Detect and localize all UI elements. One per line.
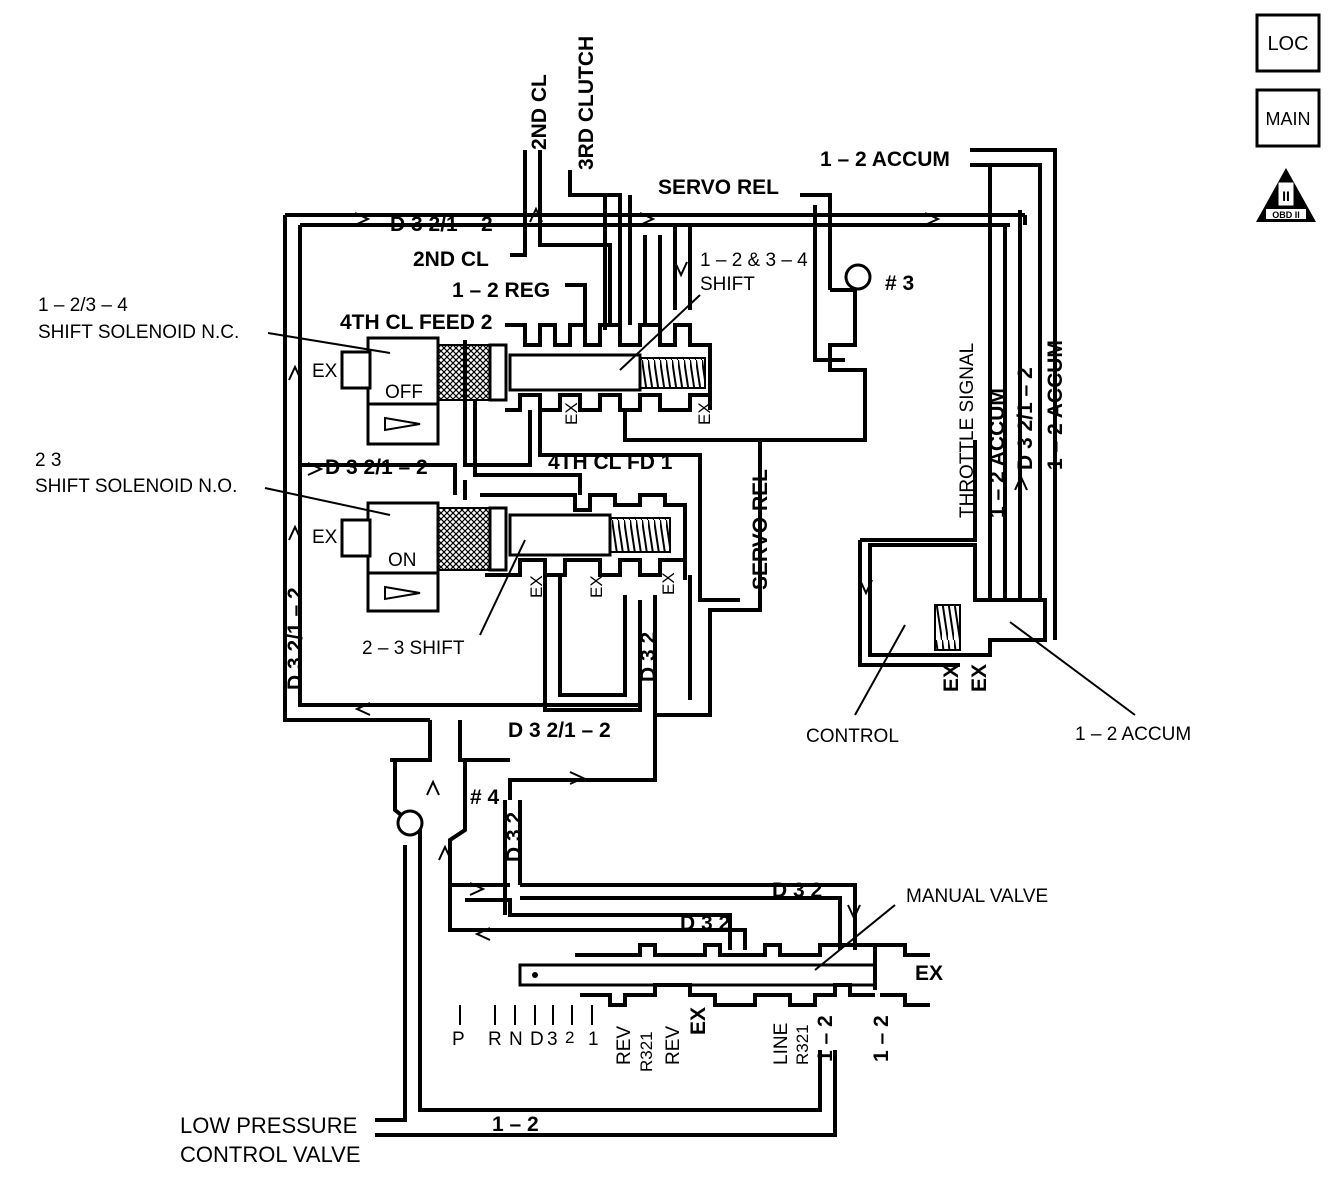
label-pos-1: 1	[588, 1029, 599, 1050]
check-ball-3	[844, 263, 872, 291]
label-ex-small-1: EX	[562, 402, 581, 425]
label-servo-rel-vertical: SERVO REL	[749, 469, 772, 590]
label-solenoid-nc-l1: 1 – 2/3 – 4	[38, 295, 128, 316]
label-d32-v-right: D 3 2/1 – 2	[1014, 367, 1037, 470]
label-1-2-accum: 1 – 2 ACCUM	[1075, 724, 1191, 745]
label-solenoid-no-l2: SHIFT SOLENOID N.O.	[35, 476, 237, 497]
obd-icon-label: OBD II	[1272, 210, 1300, 220]
label-servo-rel-top: SERVO REL	[658, 176, 779, 199]
loc-icon-label: LOC	[1267, 33, 1308, 55]
label-ex-acc-1: EX	[940, 664, 963, 692]
check-ball-4	[396, 809, 424, 837]
label-rev-1: REV	[614, 1026, 635, 1065]
label-ex-small-2: EX	[695, 402, 714, 425]
label-rev-2: REV	[663, 1026, 684, 1065]
label-ex-small-5: EX	[659, 572, 678, 595]
label-accum-v2: 1 – 2 ACCUM	[1044, 340, 1067, 470]
label-d32-mid: D 3 2/1 – 2	[325, 456, 428, 479]
label-accum-v1: 1 – 2 ACCUM	[986, 388, 1009, 518]
label-pos-n: N	[509, 1029, 523, 1050]
label-check-ball-3: # 3	[885, 272, 914, 295]
label-on: ON	[388, 550, 417, 571]
diagram-labels: 2ND CL 3RD CLUTCH 1 – 2 ACCUM SERVO REL …	[35, 36, 1191, 1167]
leader-lines	[264, 294, 1136, 971]
label-1-2-reg: 1 – 2 REG	[452, 279, 550, 302]
label-pos-d: D	[530, 1029, 544, 1050]
label-ex-small-4: EX	[587, 575, 606, 598]
label-solenoid-nc-l2: SHIFT SOLENOID N.C.	[38, 322, 239, 343]
label-pos-2: 2	[565, 1028, 574, 1047]
label-lpcv-l2: CONTROL VALVE	[180, 1142, 361, 1167]
obd-ii-icon[interactable]: II OBD II	[1256, 168, 1316, 222]
label-2nd-cl-mid: 2ND CL	[413, 248, 489, 271]
label-2-3-shift: 2 – 3 SHIFT	[362, 638, 465, 659]
label-off: OFF	[385, 382, 423, 403]
label-1-2-port-1: 1 – 2	[814, 1015, 837, 1062]
label-ex-2: EX	[312, 527, 338, 548]
label-4th-cl-feed: 4TH CL FEED 2	[340, 311, 492, 334]
label-solenoid-no-l1: 2 3	[35, 450, 61, 471]
label-1-2-bottom: 1 – 2	[492, 1113, 539, 1136]
label-ex-small-3: EX	[527, 575, 546, 598]
main-icon[interactable]: MAIN	[1255, 88, 1321, 148]
label-d32-lower-2: D 3 2	[680, 912, 730, 935]
label-manual-valve: MANUAL VALVE	[906, 886, 1048, 907]
accumulator-spring	[934, 604, 961, 651]
main-icon-label: MAIN	[1266, 109, 1311, 129]
label-d32-lower-1: D 3 2	[772, 879, 822, 902]
label-3rd-clutch: 3RD CLUTCH	[575, 36, 598, 170]
label-d32-vertical-2: D 3 2	[503, 812, 526, 862]
manual-valve-position-ticks	[459, 1005, 593, 1025]
label-2nd-cl-top: 2ND CL	[528, 74, 551, 150]
label-4th-cl-fd1: 4TH CL FD 1	[548, 451, 673, 474]
label-r321-2: R321	[793, 1024, 812, 1065]
label-pos-r: R	[488, 1029, 502, 1050]
label-lpcv-l1: LOW PRESSURE	[180, 1113, 357, 1138]
label-1-2-port-2: 1 – 2	[870, 1015, 893, 1062]
label-d32-vertical-1: D 3 2	[637, 632, 660, 682]
label-ex-acc-2: EX	[968, 664, 991, 692]
label-d32-top: D 3 2/1 – 2	[390, 213, 493, 236]
label-r321-1: R321	[637, 1031, 656, 1072]
label-pos-3: 3	[547, 1029, 558, 1050]
label-d32-left-vertical: D 3 2/1 – 2	[284, 587, 307, 690]
label-1-2-accum-top: 1 – 2 ACCUM	[820, 148, 950, 171]
label-throttle-signal: THROTTLE SIGNAL	[957, 343, 978, 518]
label-ex-port: EX	[687, 1007, 710, 1035]
loc-icon[interactable]: LOC	[1255, 13, 1321, 73]
fluid-passages	[283, 148, 1057, 1137]
label-shift-12-34-l2: SHIFT	[700, 274, 755, 295]
label-ex-1: EX	[312, 361, 338, 382]
label-ex-manual: EX	[915, 962, 943, 985]
label-d32-bottom: D 3 2/1 – 2	[508, 719, 611, 742]
shift-solenoid-nc	[340, 336, 508, 446]
obd-numeral: II	[1282, 188, 1290, 204]
label-check-ball-4: # 4	[470, 786, 500, 809]
flow-arrows	[288, 206, 1028, 941]
label-line: LINE	[771, 1023, 792, 1065]
label-shift-12-34-l1: 1 – 2 & 3 – 4	[700, 250, 808, 271]
label-control: CONTROL	[806, 726, 899, 747]
label-pos-p: P	[452, 1029, 465, 1050]
shift-solenoid-no	[340, 501, 508, 613]
